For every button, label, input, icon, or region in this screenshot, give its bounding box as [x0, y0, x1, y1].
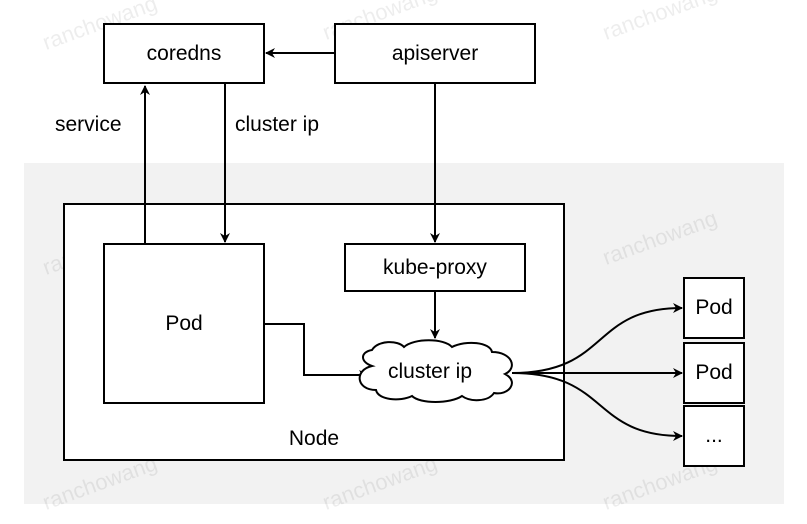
- pod-right-label-1: Pod: [695, 296, 733, 319]
- cloud-shape: [358, 339, 513, 403]
- ellipsis-label: ...: [705, 424, 723, 447]
- cluster-ip-cloud-label: cluster ip: [388, 360, 473, 383]
- arrow-cluster-ip-to-pod-1: [511, 303, 683, 374]
- pod-right-label-2: Pod: [695, 361, 733, 384]
- pod-right-box-1: Pod: [683, 277, 745, 339]
- apiserver-box: apiserver: [334, 23, 536, 84]
- ellipsis-box: ...: [683, 405, 745, 467]
- apiserver-label: apiserver: [391, 41, 479, 65]
- arrow-cluster-ip-to-ellipsis: [511, 372, 683, 441]
- pod-main-box: Pod: [103, 243, 265, 404]
- pod-right-box-2: Pod: [683, 342, 745, 404]
- arrow-pod-to-cluster-ip: [265, 323, 369, 380]
- edge-label-service: service: [55, 113, 122, 136]
- kube-proxy-box: kube-proxy: [344, 243, 526, 292]
- node-label: Node: [288, 427, 340, 450]
- edge-label-cluster-ip: cluster ip: [235, 113, 320, 136]
- coredns-label: coredns: [146, 41, 222, 65]
- coredns-box: coredns: [103, 23, 265, 84]
- pod-main-label: Pod: [165, 311, 203, 335]
- kube-proxy-label: kube-proxy: [383, 255, 487, 279]
